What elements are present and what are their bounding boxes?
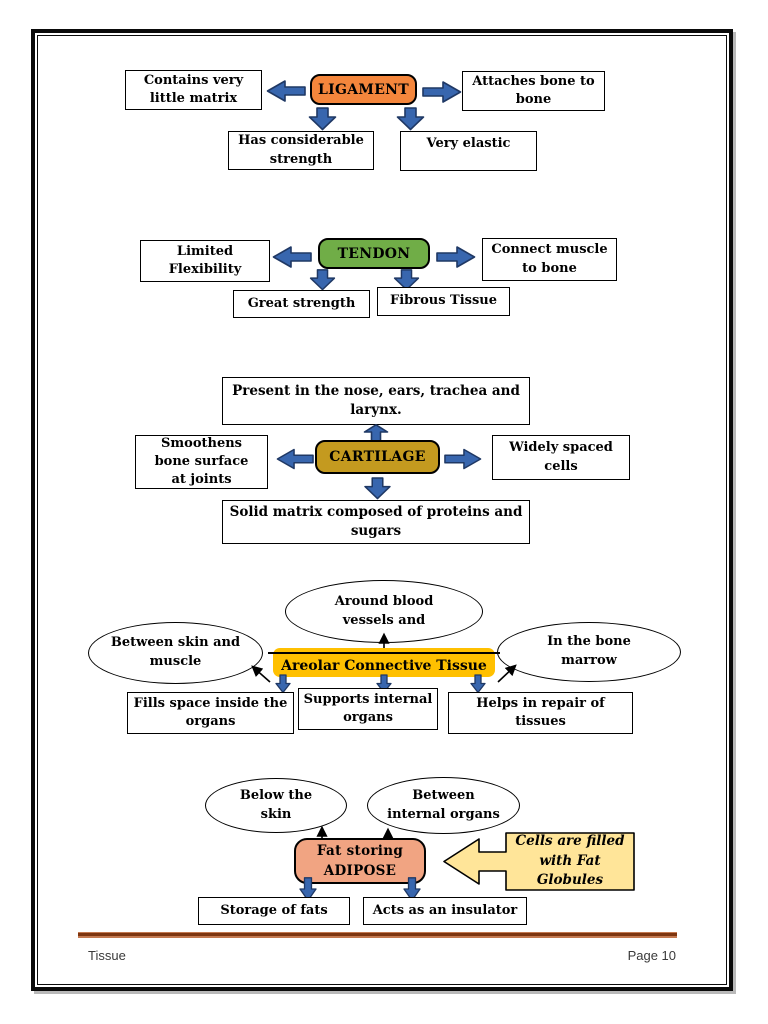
cartilage-top-box: Present in the nose, ears, trachea and l…	[222, 377, 530, 425]
areolar-bottom-box: Fills space inside the organs	[127, 692, 294, 734]
block-arrow-left-icon	[266, 80, 306, 102]
block-arrow-right-icon	[436, 246, 476, 268]
tendon-bottom-right-box: Fibrous Tissue	[377, 287, 510, 316]
areolar-left-ellipse: Between skin and muscle	[88, 622, 263, 684]
ligament-bottom-right-box: Very elastic	[400, 131, 537, 171]
ligament-bottom-left-box: Has considerable strength	[228, 131, 374, 170]
adipose-bottom-box: Storage of fats	[198, 897, 350, 925]
block-arrow-down-icon	[309, 269, 336, 291]
areolar-top-ellipse: Around blood vessels and	[285, 580, 483, 643]
cartilage-node: CARTILAGE	[315, 440, 440, 474]
thin-arrow-up-left-icon	[251, 665, 271, 683]
block-arrow-left-icon	[276, 448, 314, 470]
thin-arrow-up-icon	[316, 825, 328, 838]
block-arrow-down-icon	[299, 877, 317, 902]
footer-separator	[78, 932, 677, 938]
areolar-top-line	[268, 652, 500, 654]
footer-document-title: Tissue	[88, 948, 126, 963]
areolar-bottom-box: Helps in repair of tissues	[448, 692, 633, 734]
cartilage-bottom-box: Solid matrix composed of proteins and su…	[222, 500, 530, 544]
cartilage-right-box: Widely spaced cells	[492, 435, 630, 480]
adipose-node-line1: Fat storing	[316, 842, 404, 859]
block-arrow-down-icon	[393, 269, 420, 291]
tendon-left-box: Limited Flexibility	[140, 240, 270, 282]
block-arrow-up-icon	[363, 424, 389, 442]
block-arrow-down-icon	[470, 674, 486, 694]
block-arrow-right-icon	[422, 81, 462, 103]
footer-separator-edge	[78, 932, 677, 933]
thin-arrow-up-right-icon	[497, 664, 517, 683]
tendon-right-box: Connect muscle to bone	[482, 238, 617, 281]
thin-arrow-up-icon	[378, 632, 390, 650]
footer-page-number: Page 10	[627, 948, 676, 963]
adipose-node-line2: ADIPOSE	[323, 863, 397, 879]
block-arrow-down-icon	[275, 674, 291, 694]
areolar-right-ellipse: In the bone marrow	[497, 622, 681, 682]
block-arrow-down-icon	[403, 877, 421, 902]
ligament-right-box: Attaches bone to bone	[462, 71, 605, 111]
adipose-node: Fat storing ADIPOSE	[294, 838, 426, 884]
block-arrow-down-icon	[308, 107, 337, 131]
adipose-bottom-box: Acts as an insulator	[363, 897, 527, 925]
tendon-node: TENDON	[318, 238, 430, 269]
cartilage-left-box: Smoothens bone surface at joints	[135, 435, 268, 489]
block-arrow-left-icon	[272, 246, 312, 268]
ligament-node: LIGAMENT	[310, 74, 417, 105]
tendon-bottom-left-box: Great strength	[233, 290, 370, 318]
footer-separator-core	[78, 933, 677, 936]
ligament-left-box: Contains very little matrix	[125, 70, 262, 110]
page-border	[31, 29, 733, 991]
areolar-bottom-box: Supports internal organs	[298, 688, 438, 730]
adipose-left-ellipse: Below the skin	[205, 778, 347, 833]
footer-separator-edge	[78, 936, 677, 938]
adipose-right-ellipse: Between internal organs	[367, 777, 520, 834]
adipose-callout-text: Cells are filled with Fat Globules	[515, 833, 625, 889]
block-arrow-down-icon	[364, 477, 391, 500]
callout-arrow-shape	[443, 832, 635, 891]
block-arrow-down-icon	[396, 107, 425, 131]
block-arrow-right-icon	[444, 448, 482, 470]
thin-arrow-up-icon	[382, 827, 394, 839]
